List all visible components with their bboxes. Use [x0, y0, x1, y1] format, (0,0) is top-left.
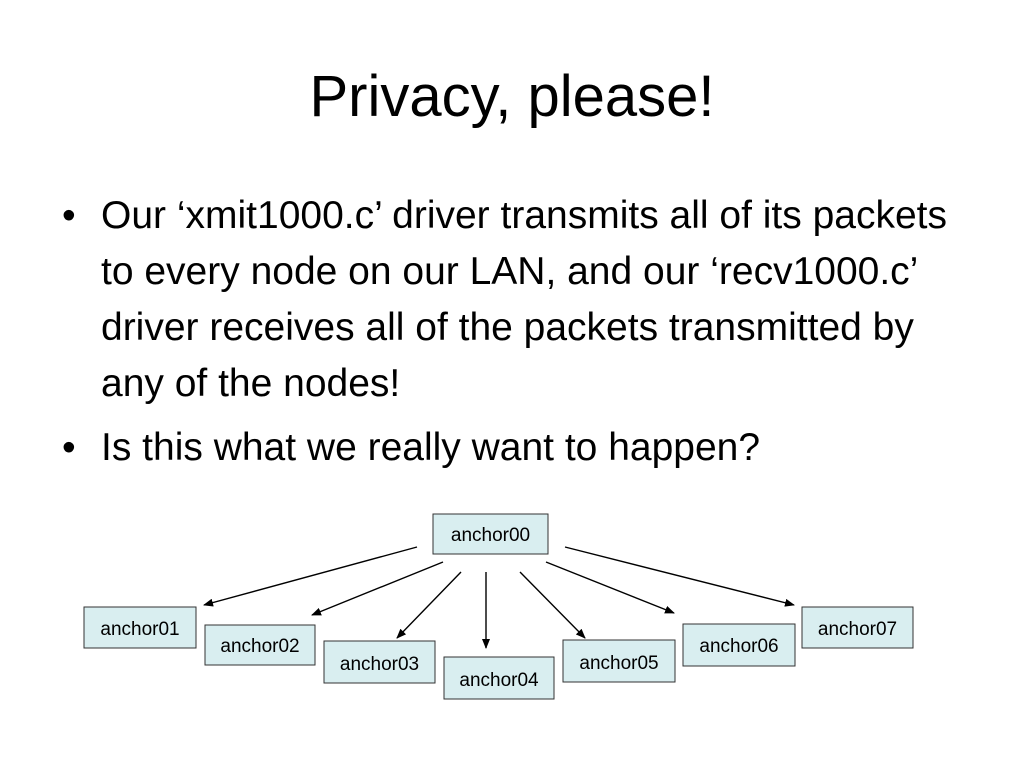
node-anchor00: anchor00 [432, 513, 549, 555]
bullet-icon: • [62, 426, 76, 469]
node-anchor04: anchor04 [443, 656, 555, 700]
node-anchor07: anchor07 [801, 606, 914, 649]
arrow-to-anchor01 [203, 546, 418, 607]
node-label: anchor01 [100, 619, 179, 640]
bullet-text: Is this what we really want to happen? [101, 426, 761, 469]
node-label: anchor03 [340, 654, 419, 675]
node-label: anchor05 [579, 653, 658, 674]
node-label: anchor02 [220, 636, 299, 657]
node-label: anchor04 [459, 670, 539, 691]
node-label: anchor06 [699, 636, 778, 657]
node-anchor05: anchor05 [562, 639, 676, 683]
node-anchor06: anchor06 [682, 623, 796, 667]
arrow-to-anchor02 [311, 561, 444, 616]
arrow-to-anchor07 [564, 546, 795, 607]
arrow-to-anchor06 [545, 561, 675, 614]
node-anchor02: anchor02 [204, 624, 316, 666]
node-label: anchor07 [818, 619, 897, 640]
node-anchor01: anchor01 [83, 606, 197, 649]
bullet-item: • Is this what we really want to happen? [62, 420, 962, 476]
slide-title: Privacy, please! [309, 64, 715, 129]
node-anchor03: anchor03 [323, 640, 436, 684]
bullet-item: • Our ‘xmit1000.c’ driver transmits all … [62, 188, 962, 412]
node-label: anchor00 [451, 525, 530, 546]
bullet-list: • Our ‘xmit1000.c’ driver transmits all … [62, 188, 962, 484]
arrow-to-anchor05 [519, 571, 586, 639]
bullet-icon: • [62, 194, 76, 237]
bullet-text: Our ‘xmit1000.c’ driver transmits all of… [101, 194, 947, 405]
arrow-to-anchor03 [396, 571, 462, 639]
